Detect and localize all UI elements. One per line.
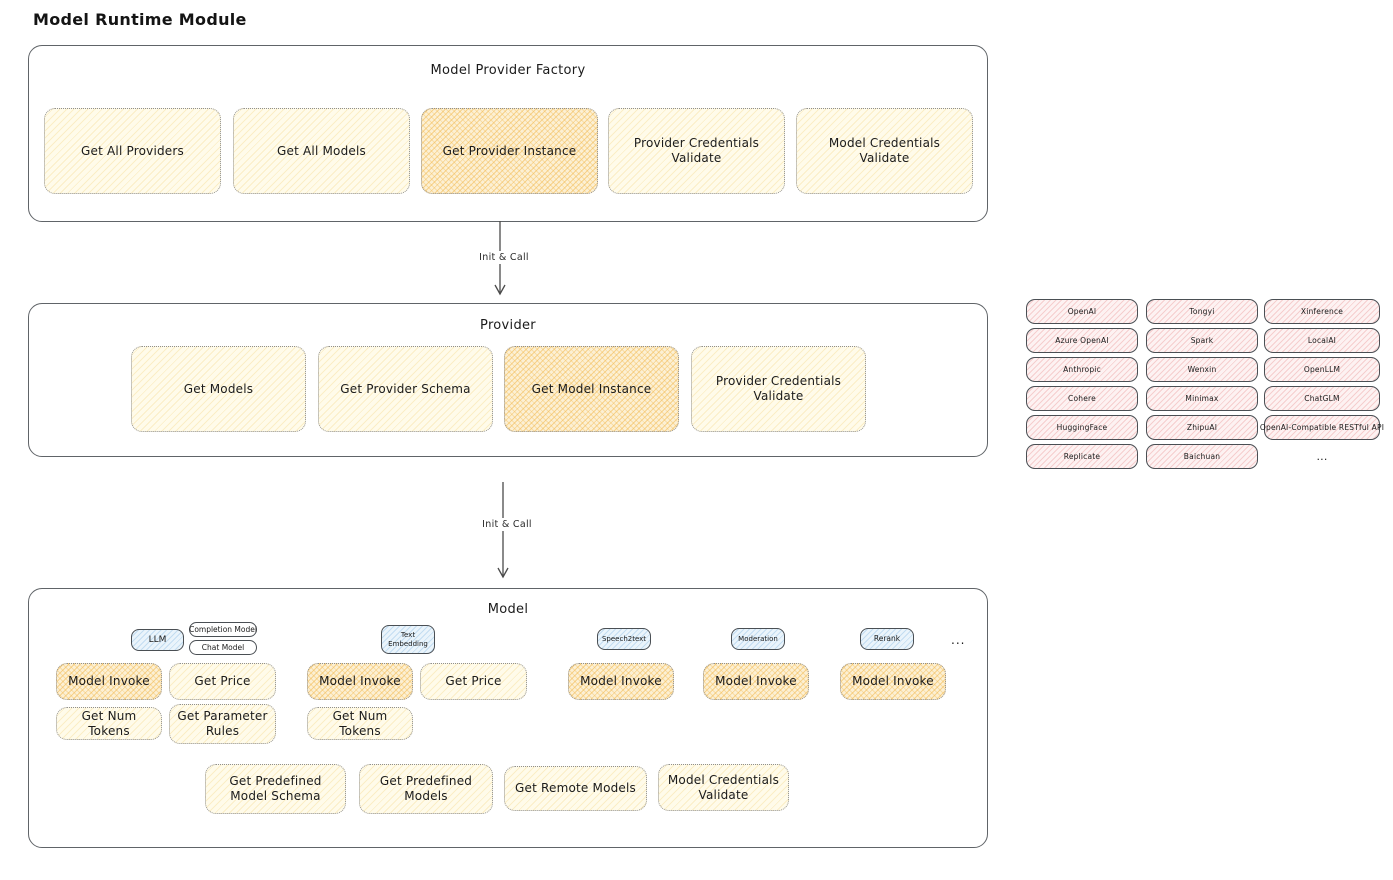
provider-cell-xinference: Xinference: [1264, 299, 1380, 324]
rerank-model-invoke: Model Invoke: [840, 663, 946, 700]
factory-get-all-models: Get All Models: [233, 108, 410, 194]
model-title: Model: [487, 602, 529, 617]
tab-text-embedding: Text Embedding: [381, 625, 435, 654]
provider-container: Provider Get Models Get Provider Schema …: [28, 303, 988, 457]
provider-get-model-instance: Get Model Instance: [504, 346, 679, 432]
arrow-label-init-call-1: Init & Call: [468, 251, 540, 264]
provider-title: Provider: [480, 318, 536, 333]
tabs-more-ellipsis: ...: [951, 633, 966, 647]
llm-get-price: Get Price: [169, 663, 276, 700]
llm-get-parameter-rules: Get Parameter Rules: [169, 704, 276, 744]
model-container: Model LLM Completion Model Chat Model Te…: [28, 588, 988, 848]
provider-get-models: Get Models: [131, 346, 306, 432]
provider-cell-baichuan: Baichuan: [1146, 444, 1258, 469]
arrow-provider-to-model: [497, 482, 509, 579]
provider-list-grid: OpenAI Tongyi Xinference Azure OpenAI Sp…: [1026, 299, 1384, 471]
provider-cell-azure-openai: Azure OpenAI: [1026, 328, 1138, 353]
provider-cell-zhipuai: ZhipuAI: [1146, 415, 1258, 440]
provider-cell-tongyi: Tongyi: [1146, 299, 1258, 324]
provider-cell-wenxin: Wenxin: [1146, 357, 1258, 382]
page-title: Model Runtime Module: [33, 10, 247, 29]
factory-title: Model Provider Factory: [430, 63, 586, 78]
provider-cell-more: ...: [1316, 450, 1328, 463]
factory-get-all-providers: Get All Providers: [44, 108, 221, 194]
embedding-get-price: Get Price: [420, 663, 527, 700]
provider-cell-spark: Spark: [1146, 328, 1258, 353]
factory-provider-credentials-validate: Provider Credentials Validate: [608, 108, 785, 194]
arrow-label-init-call-2: Init & Call: [471, 518, 543, 531]
tab-chat-model: Chat Model: [189, 640, 257, 655]
get-predefined-model-schema: Get Predefined Model Schema: [205, 764, 346, 814]
tab-rerank: Rerank: [860, 628, 914, 650]
speech2text-model-invoke: Model Invoke: [568, 663, 674, 700]
provider-cell-localai: LocalAI: [1264, 328, 1380, 353]
provider-cell-minimax: Minimax: [1146, 386, 1258, 411]
provider-cell-openai-compatible: OpenAI-Compatible RESTful API: [1260, 415, 1384, 440]
moderation-model-invoke: Model Invoke: [703, 663, 809, 700]
provider-credentials-validate: Provider Credentials Validate: [691, 346, 866, 432]
provider-cell-openai: OpenAI: [1026, 299, 1138, 324]
tab-completion-model: Completion Model: [189, 622, 257, 637]
llm-get-num-tokens: Get Num Tokens: [56, 707, 162, 740]
provider-cell-anthropic: Anthropic: [1026, 357, 1138, 382]
provider-cell-replicate: Replicate: [1026, 444, 1138, 469]
factory-model-credentials-validate: Model Credentials Validate: [796, 108, 973, 194]
tab-speech2text: Speech2text: [597, 628, 651, 650]
provider-cell-cohere: Cohere: [1026, 386, 1138, 411]
tab-moderation: Moderation: [731, 628, 785, 650]
factory-get-provider-instance: Get Provider Instance: [421, 108, 598, 194]
model-credentials-validate: Model Credentials Validate: [658, 764, 789, 811]
provider-cell-huggingface: HuggingFace: [1026, 415, 1138, 440]
llm-model-invoke: Model Invoke: [56, 663, 162, 700]
provider-cell-openllm: OpenLLM: [1264, 357, 1380, 382]
embedding-get-num-tokens: Get Num Tokens: [307, 707, 413, 740]
get-predefined-models: Get Predefined Models: [359, 764, 493, 814]
provider-cell-chatglm: ChatGLM: [1264, 386, 1380, 411]
factory-container: Model Provider Factory Get All Providers…: [28, 45, 988, 222]
embedding-model-invoke: Model Invoke: [307, 663, 413, 700]
provider-get-provider-schema: Get Provider Schema: [318, 346, 493, 432]
get-remote-models: Get Remote Models: [504, 766, 647, 811]
tab-llm: LLM: [131, 629, 184, 651]
